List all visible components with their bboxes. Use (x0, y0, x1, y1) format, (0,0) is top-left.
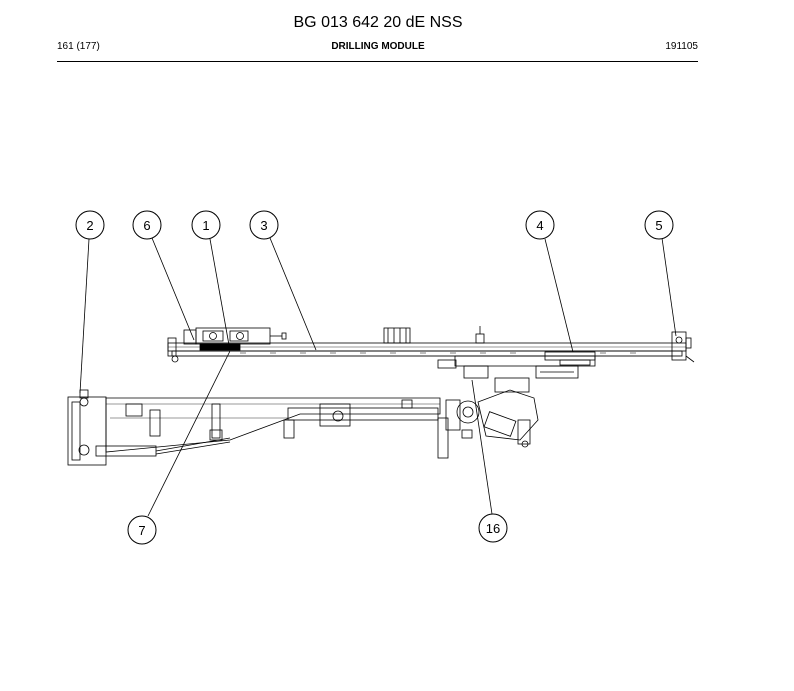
callout-6-label: 6 (143, 218, 150, 233)
beam-front-end (671, 331, 695, 363)
callout-1: 1 (191, 210, 221, 240)
document-title: BG 013 642 20 dE NSS (293, 14, 463, 31)
rotation-unit (445, 365, 539, 448)
feed-cradle (437, 351, 596, 379)
feed-beam (167, 337, 687, 363)
callout-4: 4 (525, 210, 555, 240)
callout-5: 5 (644, 210, 674, 240)
callout-3: 3 (249, 210, 279, 240)
callout-7-label: 7 (138, 523, 145, 538)
callout-3-label: 3 (260, 218, 267, 233)
page-number: 161 (177) (57, 41, 100, 52)
rock-drill (183, 327, 287, 351)
callout-16-label: 16 (486, 521, 500, 536)
callout-2-label: 2 (86, 218, 93, 233)
boom (67, 389, 449, 466)
section-title: DRILLING MODULE (331, 41, 425, 52)
callout-1-label: 1 (202, 218, 209, 233)
callout-5-label: 5 (655, 218, 662, 233)
callout-6: 6 (132, 210, 162, 240)
callout-16: 16 (478, 513, 508, 543)
header-rule (57, 61, 698, 62)
callout-4-label: 4 (536, 218, 543, 233)
callout-2: 2 (75, 210, 105, 240)
callout-7: 7 (127, 515, 157, 545)
date-code: 191105 (665, 41, 698, 52)
leader-lines (79, 237, 677, 517)
hose-guide (383, 326, 485, 344)
